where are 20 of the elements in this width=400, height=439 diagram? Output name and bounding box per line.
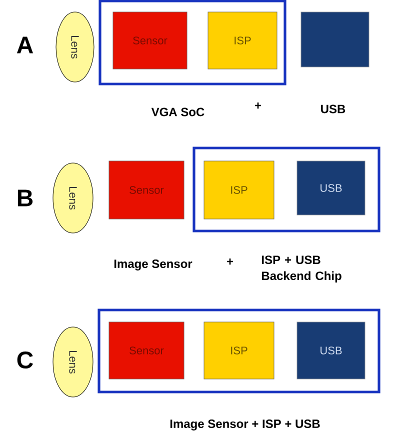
caption-text: Image Sensor + ISP + USB (170, 420, 320, 430)
sensor-block: Sensor (112, 12, 188, 70)
chip-outline (98, 0, 286, 86)
isp-block: ISP (208, 12, 278, 70)
sensor-block: Sensor (108, 160, 184, 220)
plus-sign: + (255, 102, 262, 109)
caption-text: Image Sensor (114, 260, 192, 270)
isp-block: ISP (204, 160, 274, 220)
isp-block: ISP (204, 322, 274, 380)
usb-block: USB (296, 160, 366, 216)
plus-sign: + (227, 258, 234, 265)
caption-text: VGA SoC (151, 108, 204, 116)
chip-outline (192, 146, 380, 232)
sensor-block: Sensor (108, 322, 184, 380)
usb-block: USB (296, 322, 366, 380)
row-letter: A (16, 36, 34, 54)
usb-block (300, 12, 370, 68)
chip-outline (98, 308, 380, 394)
caption-text: USB (321, 104, 346, 114)
caption-text: ISP + USB Backend Chip (262, 256, 342, 282)
